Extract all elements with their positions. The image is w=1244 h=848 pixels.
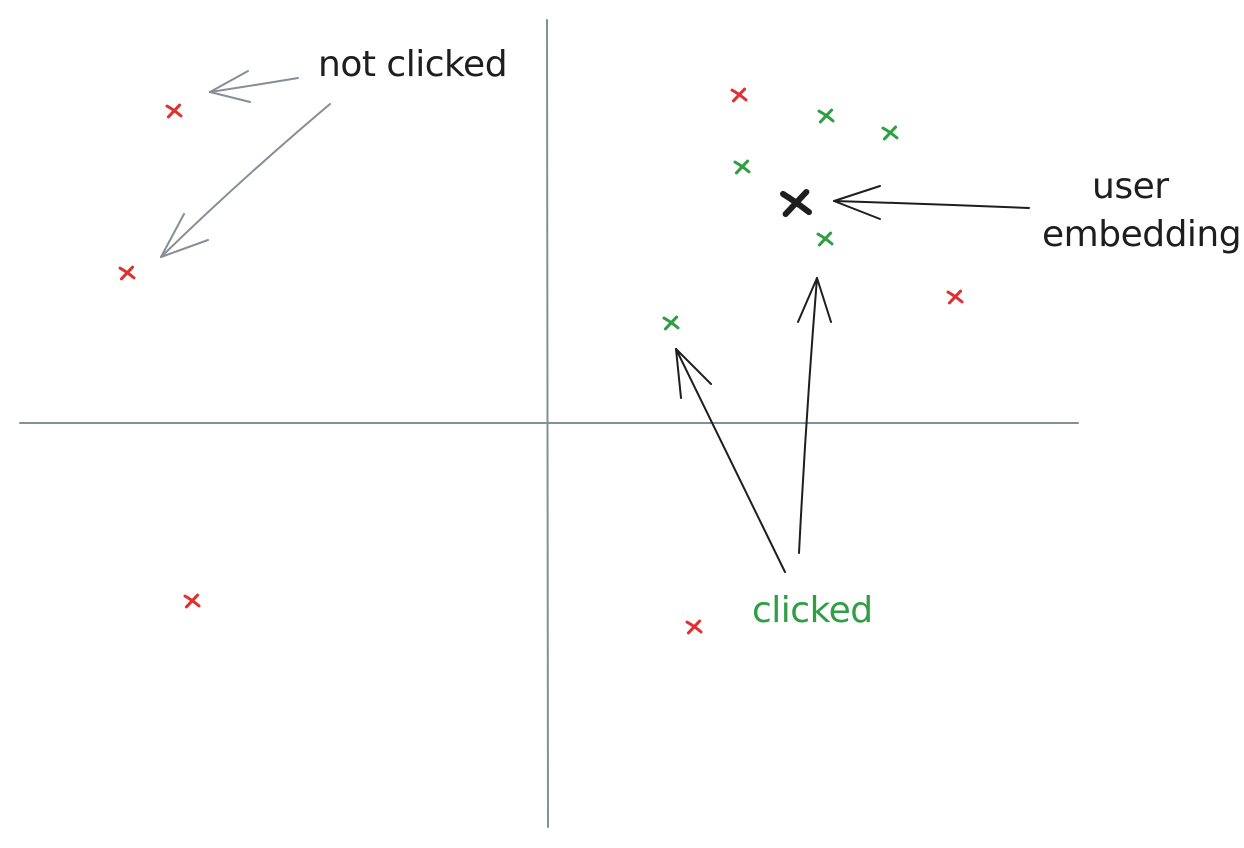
arrow-not-clicked-bottom xyxy=(160,103,331,258)
arrow-user-embedding xyxy=(833,185,1030,220)
arrow-clicked-right xyxy=(797,277,832,554)
clicked-item-marker xyxy=(881,125,899,141)
axes xyxy=(19,19,1079,828)
label-embedding: embedding xyxy=(1042,214,1241,255)
not-clicked-item-marker xyxy=(946,289,964,305)
label-not-clicked: not clicked xyxy=(318,44,507,85)
arrow-not-clicked-top xyxy=(209,70,299,103)
not-clicked-item-marker xyxy=(165,103,183,119)
labels: not clicked user embedding clicked xyxy=(318,44,1242,631)
not-clicked-item-marker xyxy=(118,265,136,281)
clicked-item-marker xyxy=(733,159,751,175)
not-clicked-item-marker xyxy=(685,619,703,635)
not-clicked-item-marker xyxy=(730,87,748,103)
markers xyxy=(118,87,964,635)
clicked-item-marker xyxy=(662,315,680,331)
user-embedding-marker xyxy=(780,188,812,218)
arrow-clicked-left xyxy=(675,348,786,573)
not-clicked-item-marker xyxy=(183,593,201,609)
x-axis xyxy=(19,421,1079,424)
clicked-item-marker xyxy=(817,108,835,124)
clicked-item-marker xyxy=(816,231,834,247)
arrows xyxy=(160,70,1030,573)
label-clicked: clicked xyxy=(752,590,873,631)
y-axis xyxy=(546,19,549,828)
label-user: user xyxy=(1092,166,1169,207)
